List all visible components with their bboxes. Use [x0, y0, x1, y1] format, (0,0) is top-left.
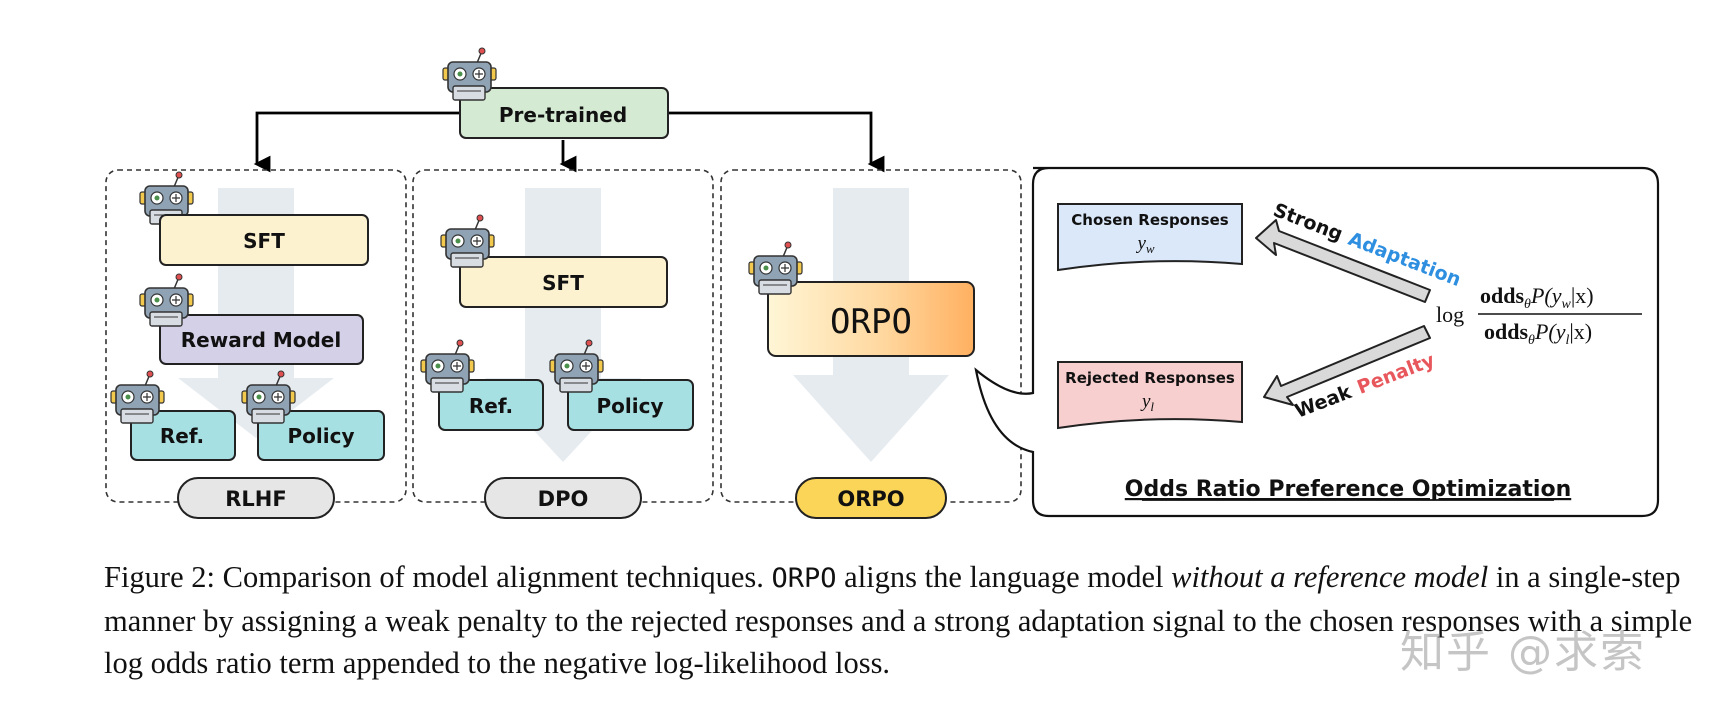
- dpo-sft-label: SFT: [542, 271, 584, 295]
- caption-italic: without a reference model: [1171, 560, 1489, 594]
- caption-part2: aligns the language model: [836, 560, 1172, 594]
- caption-part3: in a single-step manner by assigning a w…: [104, 560, 1693, 680]
- dpo-panel: SFT Ref. Policy DPO: [412, 169, 714, 519]
- rlhf-badge: RLHF: [225, 487, 286, 511]
- robot-icon: [440, 214, 495, 268]
- rlhf-policy-label: Policy: [287, 424, 354, 448]
- svg-text:oddsθP(yl|x): oddsθP(yl|x): [1484, 319, 1592, 348]
- orpo-panel: ORPO ORPO: [720, 169, 1022, 519]
- rlhf-reward-model-label: Reward Model: [181, 328, 341, 352]
- orpo-badge: ORPO: [837, 487, 904, 511]
- figure-caption: Figure 2: Comparison of model alignment …: [104, 556, 1700, 684]
- log-odds-ratio-formula: log oddsθP(yw|x) oddsθP(yl|x): [1436, 283, 1642, 348]
- dpo-ref-label: Ref.: [469, 394, 513, 418]
- pretrained-block: Pre-trained: [442, 47, 669, 139]
- rlhf-sft-label: SFT: [243, 229, 285, 253]
- rlhf-panel: SFT Reward Model Ref. Policy RLHF: [105, 169, 407, 519]
- caption-part1: Figure 2: Comparison of model alignment …: [104, 560, 772, 594]
- robot-icon: [139, 273, 194, 327]
- rlhf-ref-label: Ref.: [160, 424, 204, 448]
- pretrained-connectors: [253, 111, 885, 173]
- rejected-symbol: yl: [1140, 391, 1154, 414]
- dpo-badge: DPO: [538, 487, 589, 511]
- orpo-comparison-figure: Pre-trained SFT Reward Model Ref. Policy…: [105, 47, 1660, 519]
- dpo-policy-label: Policy: [596, 394, 663, 418]
- chosen-responses-title: Chosen Responses: [1071, 211, 1228, 229]
- robot-icon: [442, 47, 497, 101]
- odds-ratio-title: Odds Ratio Preference Optimization: [1125, 477, 1571, 502]
- robot-icon: [420, 339, 475, 393]
- svg-text:log: log: [1436, 302, 1464, 327]
- zhihu-watermark: 知乎 @求索: [1400, 627, 1646, 678]
- strong-adaptation-arrow: [1255, 219, 1431, 303]
- pretrained-label: Pre-trained: [499, 103, 627, 127]
- robot-icon: [748, 241, 803, 295]
- chosen-symbol: yw: [1135, 233, 1154, 256]
- robot-icon: [110, 370, 165, 424]
- flow-arrow-background: [178, 188, 334, 438]
- svg-text:oddsθP(yw|x): oddsθP(yw|x): [1480, 283, 1594, 312]
- rejected-responses-title: Rejected Responses: [1065, 369, 1235, 387]
- caption-orpo-mono: ORPO: [771, 563, 837, 594]
- weak-penalty-arrow: [1263, 325, 1431, 406]
- odds-ratio-callout: Chosen Responses yw Rejected Responses y…: [974, 166, 1660, 518]
- orpo-box-label: ORPO: [830, 302, 912, 342]
